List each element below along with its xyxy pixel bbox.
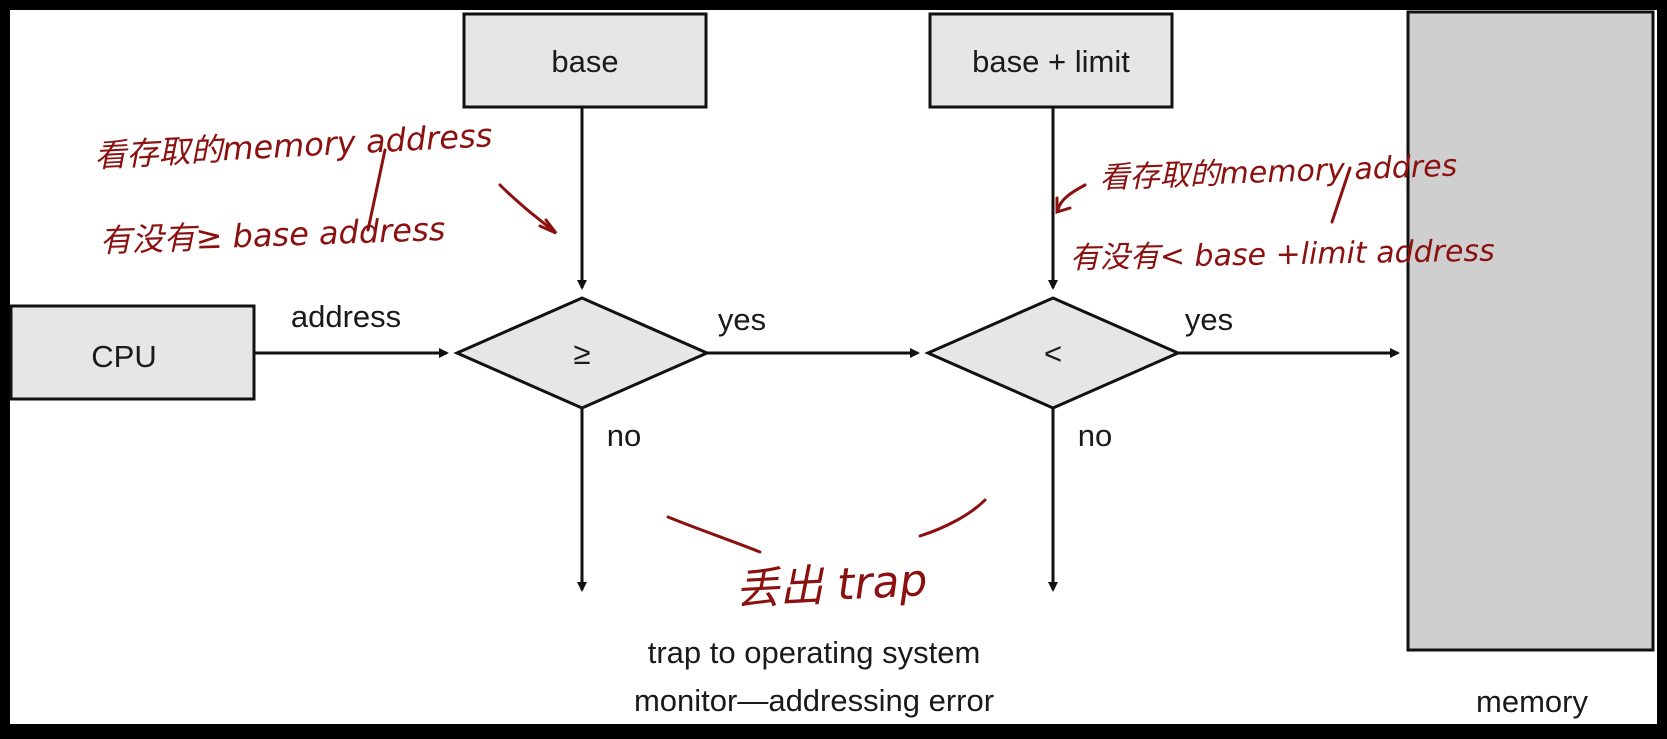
handwritten-note-right-2: 有没有< base +limit address [1070, 234, 1495, 276]
handwritten-stroke-left [366, 148, 387, 232]
trap-caption-line2: monitor—addressing error [634, 683, 994, 718]
base-box-label: base [551, 44, 618, 79]
handwritten-arrow-right [1055, 183, 1087, 215]
edge-label-no-2: no [1078, 418, 1112, 453]
base-limit-box [928, 12, 1174, 109]
comparator-ge-symbol: ≥ [573, 336, 590, 371]
edge-label-yes-2: yes [1185, 302, 1233, 337]
handwritten-bracket-right [918, 498, 987, 538]
edge-label-address: address [291, 299, 401, 334]
base-box [462, 12, 708, 109]
canvas-background [10, 10, 1657, 724]
cpu-box-label: CPU [91, 339, 156, 374]
trap-caption-line1: trap to operating system [648, 635, 981, 670]
edge-label-yes-1: yes [718, 302, 766, 337]
memory-label: memory [1476, 684, 1588, 719]
handwritten-stroke-right [1330, 166, 1352, 224]
comparator-lt-symbol: < [1044, 336, 1062, 371]
memory-block [1406, 10, 1655, 652]
handwritten-arrow-left [498, 183, 558, 235]
base-limit-box-label: base + limit [972, 44, 1130, 79]
edge-label-no-1: no [607, 418, 641, 453]
handwritten-note-trap: 丢出 trap [734, 555, 929, 616]
handwritten-bracket-left [666, 515, 762, 554]
